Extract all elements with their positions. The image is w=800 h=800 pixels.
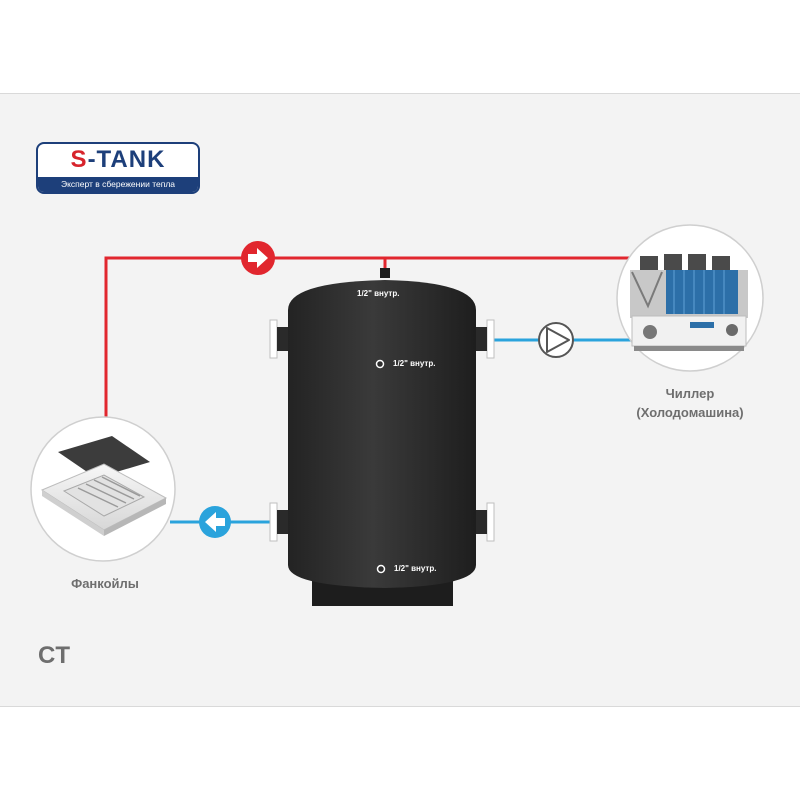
tank-body: [288, 280, 476, 588]
logo: S-TANK Эксперт в сбережении тепла: [36, 142, 200, 194]
tank-mid-port-label: 1/2" внутр.: [393, 359, 436, 368]
arrow-left-icon: [199, 506, 231, 538]
logo-brand: S-TANK: [70, 146, 166, 173]
chiller-label-line2: (Холодомашина): [636, 405, 744, 420]
buffer-tank: [269, 268, 495, 606]
model-code: CT: [38, 642, 70, 669]
chiller-label-line1: Чиллер: [665, 386, 715, 401]
chiller-image: [616, 224, 764, 372]
supply-pipe: [104, 256, 640, 432]
chiller-label: Чиллер (Холодомашина): [610, 384, 770, 422]
mid-port-marker: [375, 359, 385, 369]
fancoil-label: Фанкойлы: [71, 576, 139, 591]
pump-icon: [538, 322, 574, 358]
arrow-right-icon: [241, 241, 275, 275]
logo-tagline: Эксперт в сбережении тепла: [38, 177, 198, 192]
fancoil-image: [30, 416, 176, 562]
bottom-port-marker: [376, 564, 386, 574]
logo-s-letter: S: [70, 146, 88, 173]
tank-bottom-port-label: 1/2" внутр.: [394, 564, 437, 573]
tank-top-port-label: 1/2" внутр.: [357, 289, 400, 298]
